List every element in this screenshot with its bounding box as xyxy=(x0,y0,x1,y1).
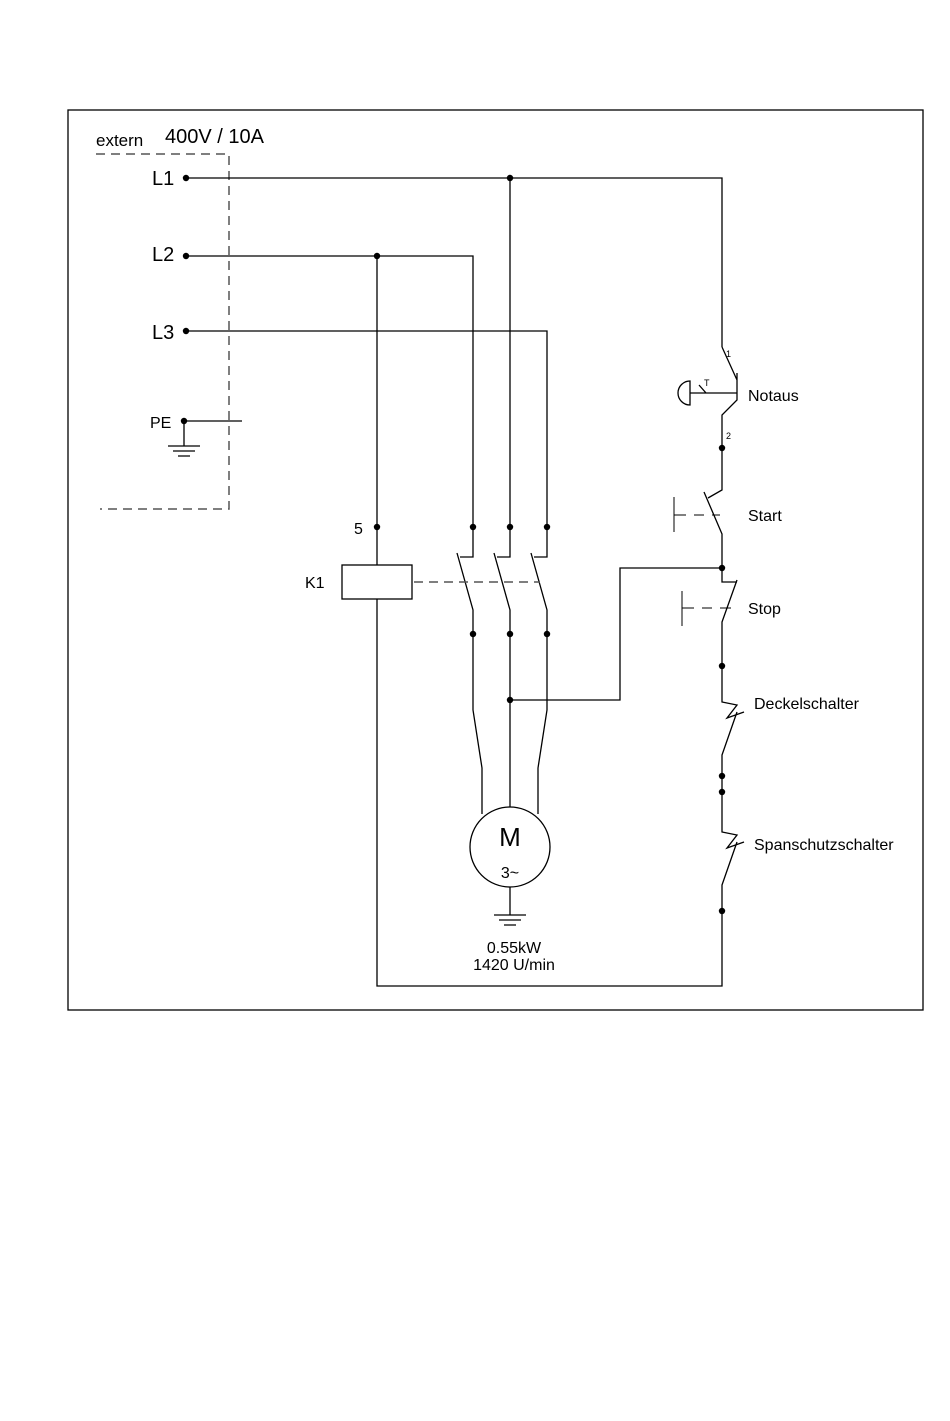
spanschutz-switch xyxy=(722,792,744,911)
stop-switch xyxy=(722,568,737,666)
deckel-switch xyxy=(722,666,744,776)
spanschutz-label: Spanschutzschalter xyxy=(754,837,894,854)
notaus-mark: T xyxy=(704,378,710,388)
terminal-5-label: 5 xyxy=(354,521,363,538)
junction-l2 xyxy=(374,253,380,259)
motor-ground-icon xyxy=(494,887,526,925)
k1-coil xyxy=(342,565,412,599)
k1-label: K1 xyxy=(305,575,325,592)
phase-l3-label: L3 xyxy=(152,322,174,344)
supply-rating: 400V / 10A xyxy=(165,126,265,148)
wire-l1 xyxy=(186,178,722,347)
notaus-pin-2: 2 xyxy=(726,431,731,441)
pe-ground-icon xyxy=(168,421,200,456)
stop-label: Stop xyxy=(748,601,781,618)
main-contact-2 xyxy=(494,527,510,634)
start-button-icon xyxy=(674,497,720,532)
extern-label: extern xyxy=(96,131,143,150)
wire-l3 xyxy=(186,331,547,527)
motor-symbol: M xyxy=(499,822,521,852)
start-label: Start xyxy=(748,508,782,525)
junction-l1 xyxy=(507,175,513,181)
stop-button-icon xyxy=(682,591,731,626)
control-return-wire xyxy=(510,568,722,700)
phase-l2-label: L2 xyxy=(152,244,174,266)
deckel-label: Deckelschalter xyxy=(754,696,860,713)
start-switch xyxy=(704,448,722,568)
phase-l1-label: L1 xyxy=(152,168,174,190)
terminal-5 xyxy=(374,524,380,530)
motor-phase-text: 3~ xyxy=(501,865,519,882)
main-contact-3 xyxy=(531,527,547,634)
motor-wire-3 xyxy=(538,634,547,814)
notaus-label: Notaus xyxy=(748,388,799,405)
spanschutz-terminal xyxy=(719,908,725,914)
pe-label: PE xyxy=(150,415,171,432)
k1-return-wire xyxy=(377,599,722,986)
notaus-pin-1: 1 xyxy=(726,349,731,359)
motor-speed: 1420 U/min xyxy=(473,957,555,974)
motor-power: 0.55kW xyxy=(487,940,542,957)
main-contact-1 xyxy=(457,527,473,634)
motor-wire-1 xyxy=(473,634,482,814)
